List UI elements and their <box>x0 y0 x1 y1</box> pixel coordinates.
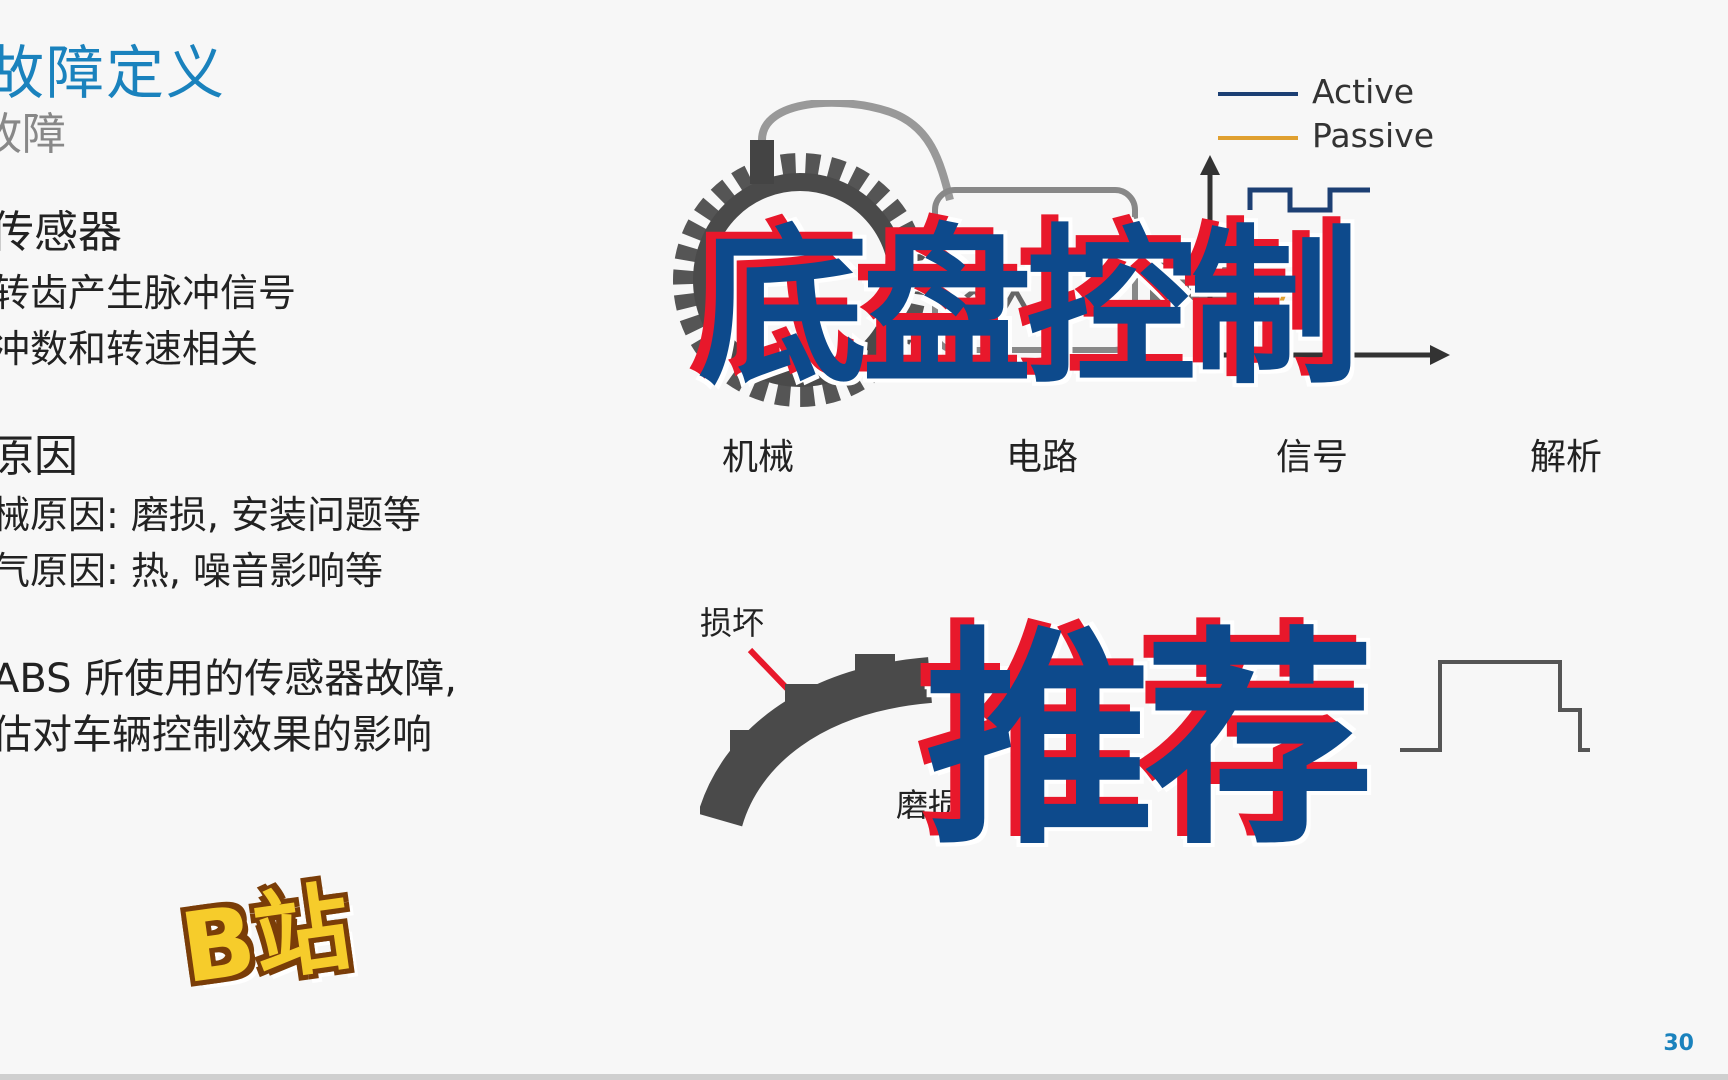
slide-title: 故障定义 <box>0 39 227 107</box>
sensor-chain-diagram <box>673 100 1450 407</box>
legend-active-label: Active <box>1312 72 1415 111</box>
gear-icon <box>673 153 927 407</box>
active-signal-line <box>1247 187 1370 213</box>
arrow-icon <box>1150 240 1250 320</box>
abs-line-1: ABS 所使用的传感器故障, <box>0 656 457 702</box>
page-number: 30 <box>1663 1031 1694 1056</box>
bottom-bar <box>0 1074 1728 1080</box>
stage-analysis-label: 解析 <box>1530 437 1603 478</box>
wear-signal-line <box>1400 660 1590 752</box>
stage-signal-label: 信号 <box>1276 437 1349 478</box>
resistor-icon <box>948 284 1058 331</box>
sensor-bullet-1: 转齿产生脉冲信号 <box>0 271 297 315</box>
legend-passive-swatch <box>1218 136 1298 140</box>
stage-mechanical-label: 机械 <box>722 437 795 478</box>
stage-circuit-label: 电路 <box>1006 437 1079 478</box>
legend-active-swatch <box>1218 92 1298 96</box>
sensor-head-icon <box>750 140 774 184</box>
overlay-title-text: 底盘控制 <box>698 210 1360 408</box>
damaged-gear-icon <box>700 657 933 828</box>
section-cause-heading: 原因 <box>0 431 78 482</box>
bilibili-badge: B站 <box>174 870 358 1006</box>
section-sensor-heading: 传感器 <box>0 207 122 258</box>
slide-subtitle: 故障 <box>0 109 66 160</box>
legend-passive-label: Passive <box>1312 116 1435 155</box>
passive-signal-line <box>1238 273 1312 336</box>
circuit-box <box>932 187 1138 353</box>
wear-label: 磨损 <box>896 786 961 824</box>
cause-bullet-1: 械原因: 磨损, 安装问题等 <box>0 493 422 537</box>
sensor-cable <box>758 100 954 201</box>
damage-diagram <box>700 647 1590 828</box>
sensor-bullet-2: 冲数和转速相关 <box>0 327 259 371</box>
damage-label: 损坏 <box>700 604 765 642</box>
cause-bullet-2: 气原因: 热, 噪音影响等 <box>0 549 384 593</box>
overlay-recommend-text: 推荐 <box>925 609 1375 876</box>
abs-line-2: 估对车辆控制效果的影响 <box>0 712 432 758</box>
